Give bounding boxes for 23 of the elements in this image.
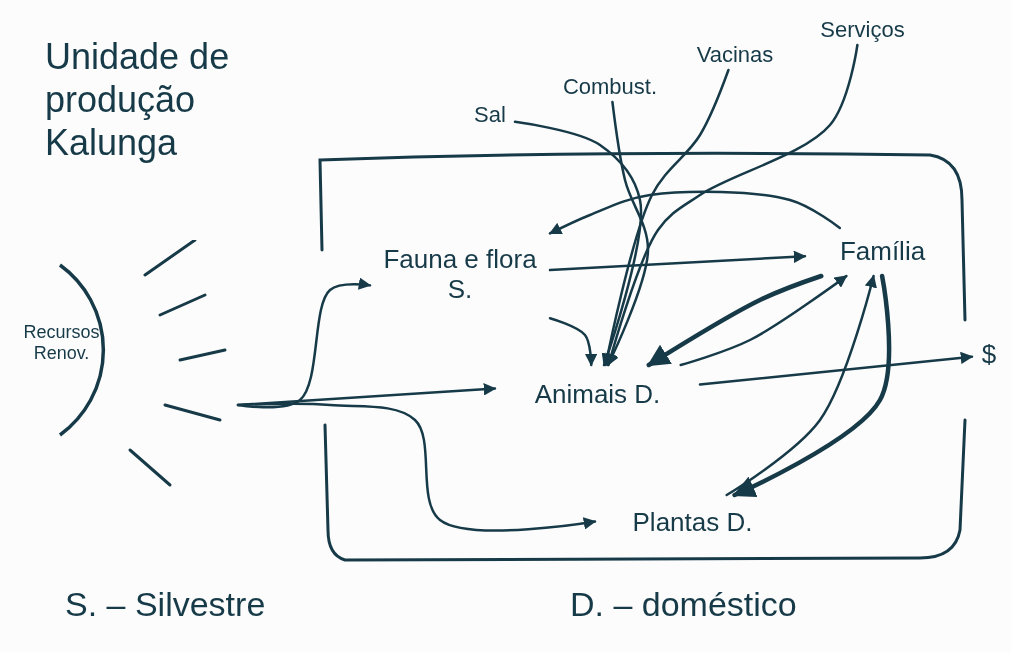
- arrow: [548, 190, 842, 235]
- node-label: Fauna e flora S.: [382, 245, 538, 305]
- legend-note: S. – Silvestre: [65, 585, 266, 624]
- arrow: [548, 250, 807, 272]
- node-label: Recursos Renov.: [22, 322, 101, 364]
- title: Unidade de produção Kalunga: [45, 35, 231, 165]
- arrow: [679, 274, 848, 367]
- node-label: Família: [839, 237, 926, 267]
- legend-note: D. – doméstico: [570, 585, 797, 624]
- node-label: Sal: [474, 102, 506, 128]
- arrow: [605, 43, 859, 367]
- node-label: Serviços: [820, 17, 905, 43]
- node-label: Vacinas: [696, 42, 774, 68]
- node-label: Combust.: [562, 74, 658, 100]
- arrow: [236, 402, 597, 532]
- arrow: [601, 68, 730, 367]
- node-label: Animais D.: [534, 380, 661, 410]
- arrow: [698, 351, 974, 386]
- arrow: [513, 120, 643, 367]
- node-label: $: [981, 340, 997, 370]
- arrow: [646, 273, 824, 368]
- arrow: [548, 316, 598, 367]
- node-label: Plantas D.: [632, 507, 753, 538]
